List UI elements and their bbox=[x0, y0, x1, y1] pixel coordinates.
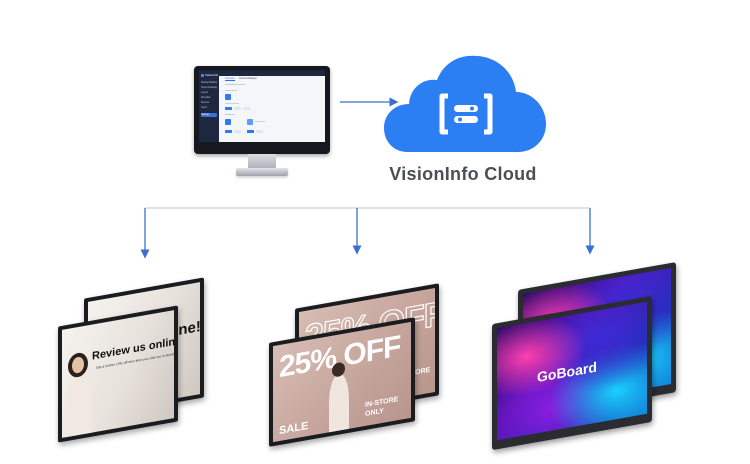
monitor-base bbox=[236, 168, 288, 176]
app-sidebar: VisionInfo Display Dashboard Content Man… bbox=[199, 70, 219, 142]
text-placeholder bbox=[225, 84, 245, 86]
text-placeholder bbox=[225, 90, 237, 92]
cloud-logo-icon bbox=[439, 93, 493, 135]
sidebar-item-active[interactable]: Settings bbox=[201, 113, 217, 117]
review-ad-front: Review us online! Get a further 10% off … bbox=[62, 310, 174, 438]
sidebar-item[interactable]: Layout bbox=[201, 92, 208, 94]
review-display-front: Review us online! Get a further 10% off … bbox=[58, 305, 178, 443]
desktop-monitor: VisionInfo Display Dashboard Content Man… bbox=[194, 66, 330, 154]
action-button[interactable] bbox=[243, 107, 250, 110]
cloud-icon bbox=[384, 55, 546, 153]
action-button[interactable] bbox=[234, 130, 241, 133]
sidebar-item[interactable]: Users bbox=[201, 107, 207, 109]
sale-label: SALE bbox=[279, 419, 309, 438]
logo-icon bbox=[201, 73, 204, 77]
goboard-screen: GoBoard bbox=[497, 301, 647, 441]
only-label: ONLY bbox=[365, 407, 384, 418]
sidebar-item[interactable]: Devices bbox=[201, 102, 210, 104]
cloud-label: VisionInfo Cloud bbox=[389, 164, 537, 184]
action-button[interactable] bbox=[225, 107, 232, 110]
sidebar-item[interactable]: Display Dashboard bbox=[201, 82, 217, 84]
monitor-neck bbox=[248, 154, 276, 170]
action-button[interactable] bbox=[234, 107, 241, 110]
model-figure bbox=[329, 372, 349, 437]
action-button[interactable] bbox=[256, 130, 263, 133]
device-icon bbox=[247, 119, 253, 125]
woman-figure bbox=[66, 374, 92, 438]
goboard-label: GoBoard bbox=[537, 358, 597, 386]
text-placeholder bbox=[225, 103, 239, 105]
app-brand: VisionInfo bbox=[205, 73, 219, 77]
sidebar-item[interactable]: Schedule bbox=[201, 97, 211, 99]
device-icon bbox=[225, 94, 231, 100]
text-placeholder bbox=[255, 121, 265, 123]
action-button[interactable] bbox=[225, 130, 232, 133]
tab-overview[interactable]: Overview bbox=[225, 78, 235, 81]
cms-app-screen: VisionInfo Display Dashboard Content Man… bbox=[199, 70, 325, 142]
device-icon bbox=[225, 119, 231, 125]
action-button[interactable] bbox=[247, 130, 254, 133]
sale-ad-front: 25% OFF SALE IN-STORE ONLY bbox=[273, 321, 411, 443]
text-placeholder bbox=[225, 114, 235, 116]
app-logo: VisionInfo bbox=[201, 73, 218, 78]
app-topbar bbox=[219, 70, 325, 76]
sidebar-item[interactable]: Content Manager bbox=[201, 87, 217, 89]
tab-content-manager[interactable]: Content Manager bbox=[239, 78, 257, 80]
